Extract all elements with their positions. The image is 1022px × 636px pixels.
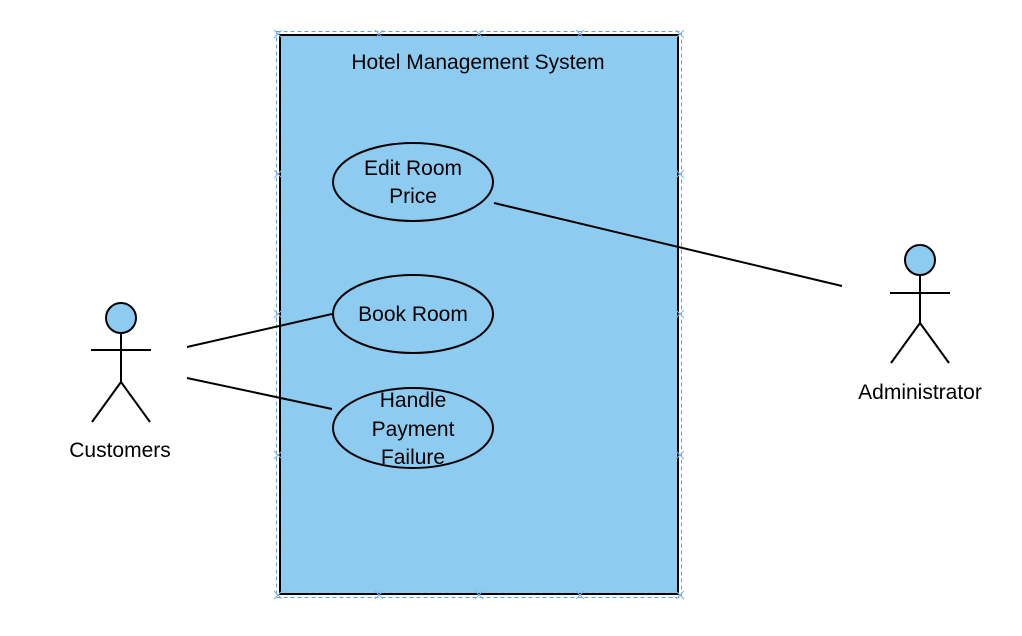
use-case-label-line: Handle: [380, 389, 447, 412]
use-case-handle-payment-failure[interactable]: Handle Payment Failure: [332, 387, 494, 469]
selection-handle[interactable]: [273, 29, 283, 39]
use-case-ellipse[interactable]: [332, 142, 494, 222]
selection-handle[interactable]: [575, 590, 585, 600]
selection-handle[interactable]: [273, 309, 283, 319]
actor-label: Customers: [69, 439, 171, 462]
actor-right-leg[interactable]: [120, 381, 151, 423]
actor-label: Administrator: [858, 381, 982, 404]
selection-handle[interactable]: [675, 450, 685, 460]
selection-handle[interactable]: [374, 29, 384, 39]
use-case-ellipse[interactable]: [332, 387, 494, 469]
use-case-label-line: Price: [389, 185, 437, 208]
actor-customers[interactable]: Customers: [69, 302, 171, 462]
selection-handles[interactable]: [273, 29, 685, 600]
association-customers-handle-payment-failure[interactable]: [186, 377, 333, 410]
stick-figure-icon[interactable]: [890, 244, 950, 364]
selection-handle[interactable]: [273, 169, 283, 179]
use-case-book-room[interactable]: Book Room: [332, 274, 494, 354]
selection-handle[interactable]: [675, 29, 685, 39]
use-case-label-line: Payment: [372, 418, 455, 441]
selection-handle[interactable]: [675, 169, 685, 179]
actor-left-leg[interactable]: [890, 322, 921, 364]
system-title: Hotel Management System: [351, 51, 604, 74]
actor-right-leg[interactable]: [919, 322, 950, 364]
association-administrator-edit-room-price[interactable]: [493, 202, 843, 287]
selection-handle[interactable]: [675, 590, 685, 600]
actor-administrator[interactable]: Administrator: [858, 244, 982, 404]
actor-head[interactable]: [904, 244, 936, 276]
selection-handle[interactable]: [273, 590, 283, 600]
selection-handle[interactable]: [374, 590, 384, 600]
use-case-label-line: Edit Room: [364, 157, 462, 180]
actor-head[interactable]: [105, 302, 137, 334]
use-case-label-line: Failure: [381, 446, 445, 469]
selection-handle[interactable]: [675, 309, 685, 319]
selection-handle[interactable]: [474, 29, 484, 39]
actor-left-leg[interactable]: [91, 381, 122, 423]
selection-handle[interactable]: [474, 590, 484, 600]
system-selection-outline: [276, 31, 682, 598]
selection-handle[interactable]: [273, 450, 283, 460]
use-case-edit-room-price[interactable]: Edit Room Price: [332, 142, 494, 222]
stick-figure-icon[interactable]: [91, 302, 151, 423]
association-customers-book-room[interactable]: [186, 313, 333, 348]
use-case-label-line: Book Room: [358, 303, 468, 326]
selection-handle[interactable]: [575, 29, 585, 39]
use-case-ellipse[interactable]: [332, 274, 494, 354]
